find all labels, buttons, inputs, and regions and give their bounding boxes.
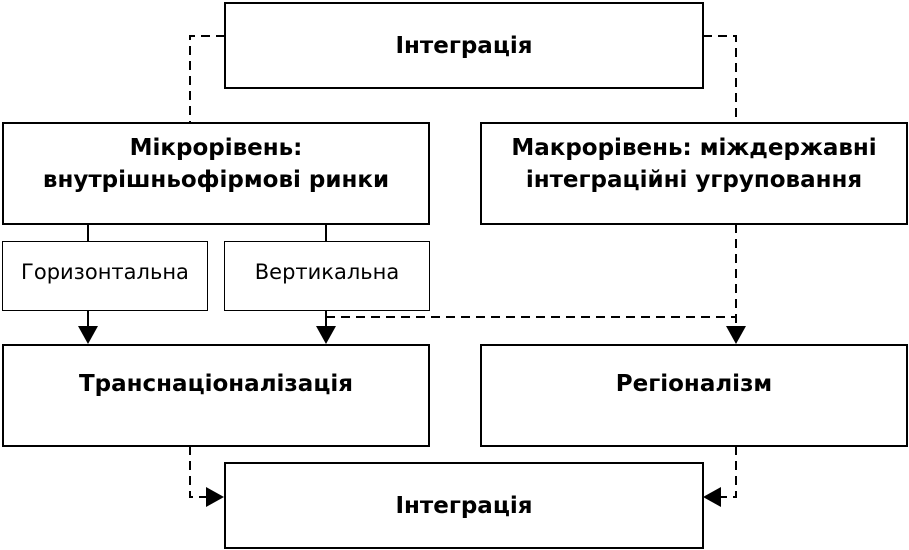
micro-level-line1: Мікрорівень: [129,135,303,161]
vertical-box: Вертикальна [224,241,430,311]
vertical-label: Вертикальна [254,260,400,284]
macro-level-line2: інтеграційні угруповання [525,167,863,193]
top-integration-box: Інтеграція [224,2,704,89]
arrow-bottom-right [703,487,721,507]
dashed-regionalism-to-bottom [716,446,737,498]
transnational-box: Транснаціоналізація [2,344,430,447]
arrow-bottom-left [206,487,224,507]
top-integration-label: Інтеграція [395,32,533,59]
micro-level-line2: внутрішньофірмові ринки [42,167,390,193]
dashed-top-to-macro [703,35,737,122]
arrow-regionalism [726,326,746,344]
transnational-label: Транснаціоналізація [78,371,354,397]
macro-level-box: Макрорівень: міждержавні інтеграційні уг… [480,122,908,225]
dashed-transnational-to-bottom [189,446,210,498]
horizontal-box: Горизонтальна [2,241,208,311]
micro-level-box: Мікрорівень: внутрішньофірмові ринки [2,122,430,225]
regionalism-box: Регіоналізм [480,344,908,447]
dashed-top-to-micro [189,35,225,122]
bottom-integration-box: Інтеграція [224,462,704,549]
arrow-horizontal [78,326,98,344]
horizontal-label: Горизонтальна [21,260,189,284]
macro-level-line1: Макрорівень: міждержавні [511,135,877,161]
arrow-vertical [316,326,336,344]
bottom-integration-label: Інтеграція [395,492,533,519]
regionalism-label: Регіоналізм [615,371,773,397]
